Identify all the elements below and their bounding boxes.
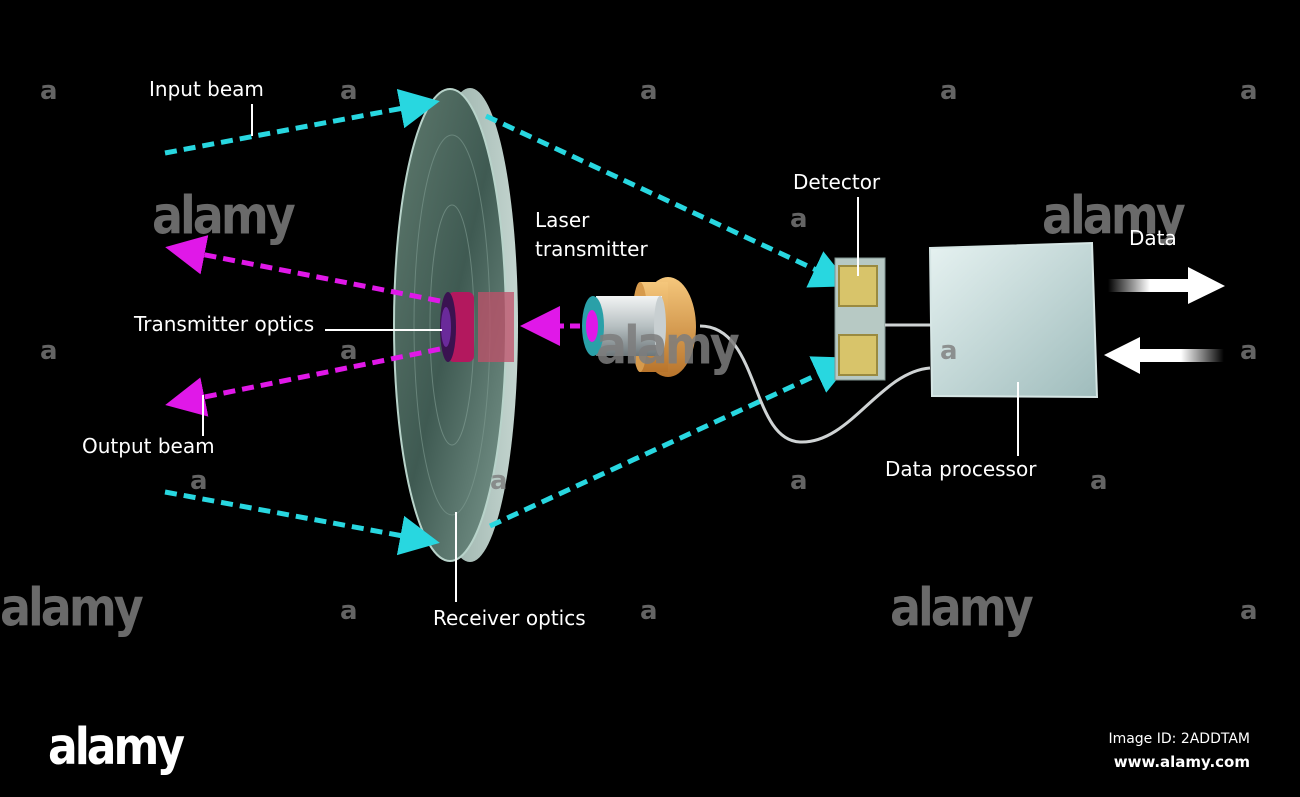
watermark-letter: a [340, 76, 358, 106]
label-transmitter-optics: Transmitter optics [134, 312, 315, 336]
alamy-logo: alamy [48, 718, 185, 777]
laser-transmitter [582, 277, 931, 444]
label-receiver-optics: Receiver optics [433, 606, 586, 630]
label-laser-transmitter-line1: Laser [535, 208, 590, 232]
label-laser-transmitter-line2: transmitter [535, 237, 648, 261]
watermark-letter: a [940, 336, 958, 366]
watermark-letter: a [340, 336, 358, 366]
watermark-letter: a [790, 204, 808, 234]
detector [834, 257, 932, 381]
watermark-letter: a [640, 596, 658, 626]
watermark-letter: a [40, 76, 58, 106]
leader-lines [202, 104, 1019, 602]
watermark-word: alamy [596, 313, 740, 377]
watermark-word: alamy [890, 575, 1034, 639]
watermark-letter: a [1090, 466, 1108, 496]
receive-beams [164, 88, 855, 556]
watermark-letter: a [790, 466, 808, 496]
watermark-letter: a [640, 76, 658, 106]
label-input-beam: Input beam [149, 77, 264, 101]
transmitter-optics-lens [440, 292, 514, 362]
watermark-letter: a [1240, 336, 1258, 366]
watermark-letter: a [190, 466, 208, 496]
watermark-letter: a [940, 76, 958, 106]
label-data: Data [1129, 226, 1177, 250]
watermark-letter: a [340, 596, 358, 626]
transmit-beams [165, 235, 580, 417]
watermark-letter: a [1240, 76, 1258, 106]
watermark-letter: a [1240, 596, 1258, 626]
detector-cell-bottom [838, 334, 878, 376]
watermark-letter: a [490, 466, 508, 496]
label-detector: Detector [793, 170, 881, 194]
watermark-word: alamy [0, 575, 144, 639]
watermark-word: alamy [1042, 183, 1186, 247]
image-id-text: Image ID: 2ADDTAM [1108, 731, 1250, 747]
data-processor-box [928, 241, 1099, 399]
alamy-url-text: www.alamy.com [1113, 753, 1250, 771]
watermark-letter: a [40, 336, 58, 366]
label-output-beam: Output beam [82, 434, 215, 458]
label-data-processor: Data processor [885, 457, 1037, 481]
data-arrows [1104, 267, 1225, 374]
watermark-word: alamy [152, 183, 296, 247]
